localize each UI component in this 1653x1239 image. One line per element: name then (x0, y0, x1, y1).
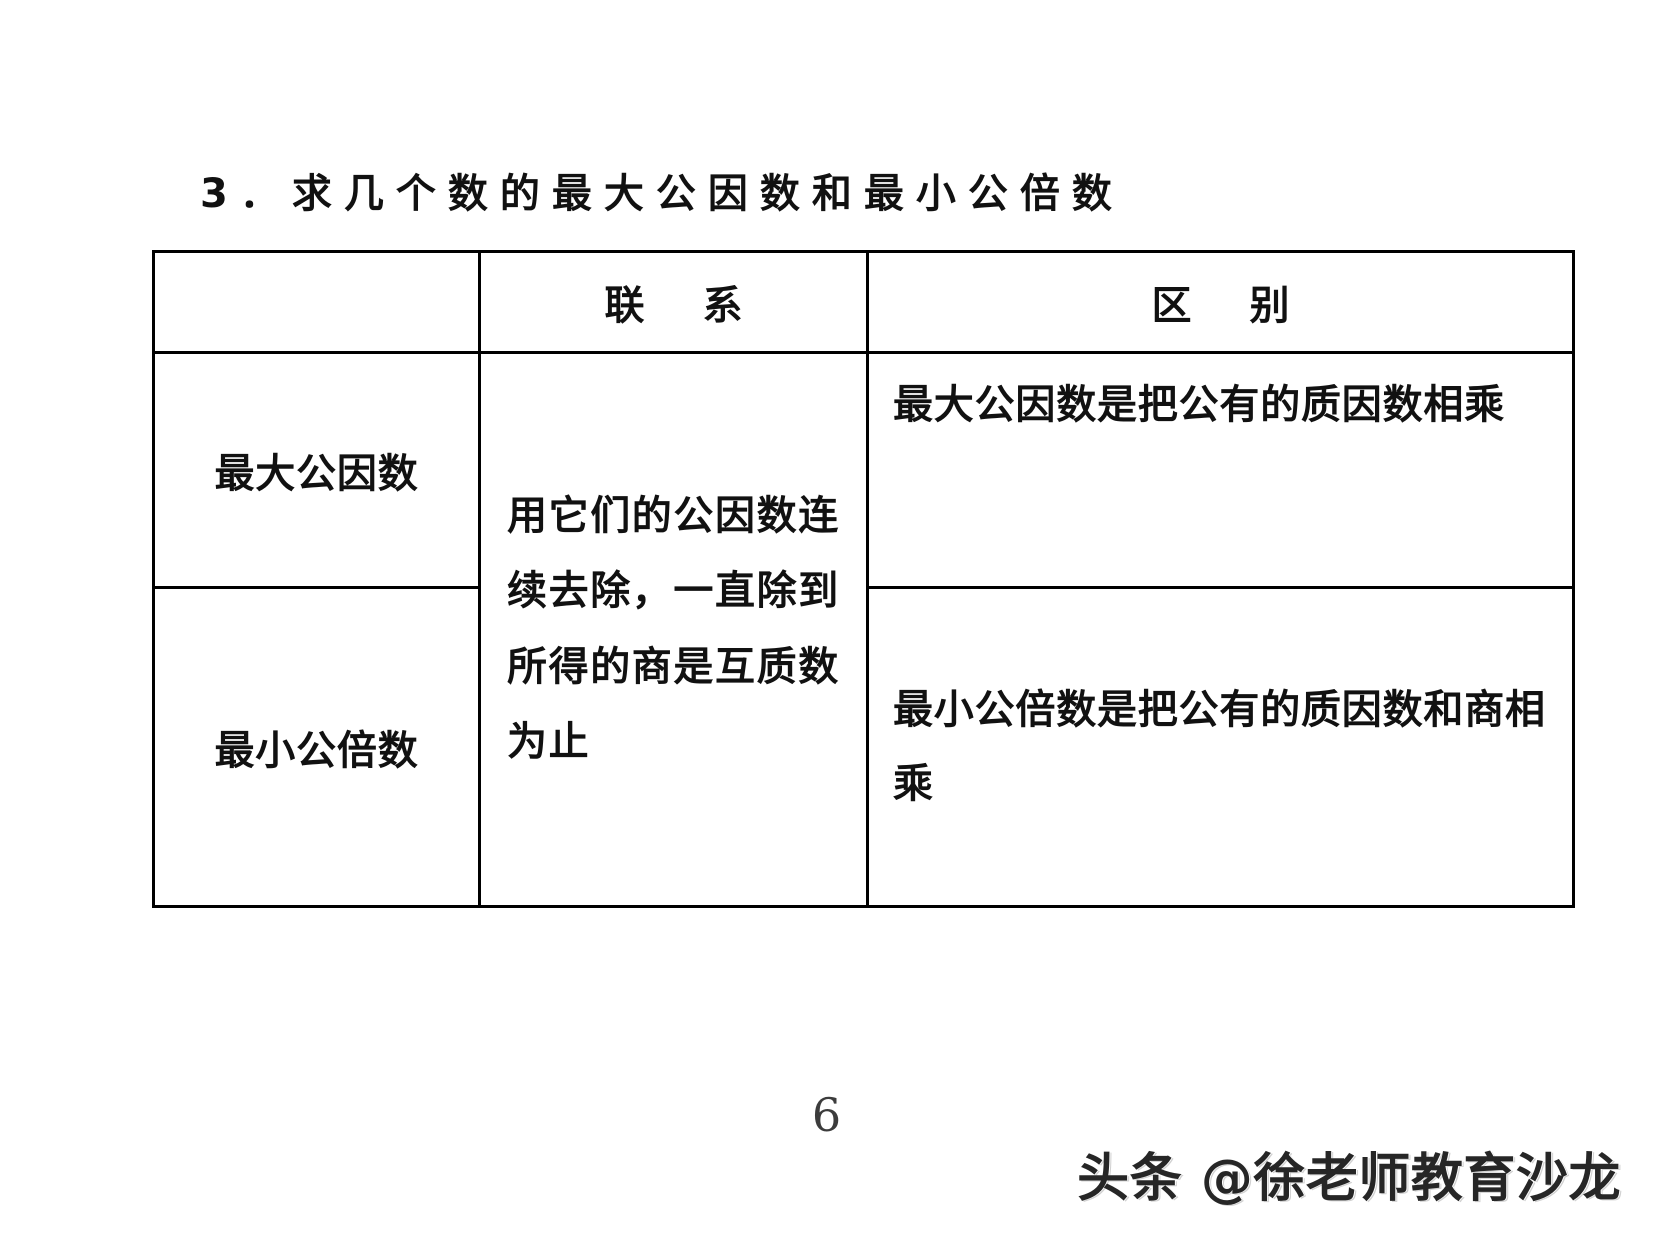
difference-cell-gcd: 最大公因数是把公有的质因数相乘 (866, 351, 1575, 589)
comparison-table: 联 系 区 别 最大公因数 用它们的公因数连续去除，一直除到所得的商是互质数为止… (152, 250, 1575, 908)
row-label-lcm: 最小公倍数 (214, 728, 419, 774)
page-title: 3．求几个数的最大公因数和最小公倍数 (200, 171, 1124, 217)
comparison-table-wrapper: 联 系 区 别 最大公因数 用它们的公因数连续去除，一直除到所得的商是互质数为止… (152, 250, 1575, 908)
header-label-link: 联 系 (604, 283, 765, 329)
table-header-link: 联 系 (478, 250, 869, 354)
table-row: 最大公因数 用它们的公因数连续去除，一直除到所得的商是互质数为止 最大公因数是把… (152, 351, 1575, 908)
difference-cell-lcm: 最小公倍数是把公有的质因数和商相乘 (866, 586, 1575, 908)
watermark-label: 头条 @徐老师教育沙龙 (1077, 1149, 1621, 1209)
table-corner-cell (152, 250, 481, 354)
table-header-row: 联 系 区 别 (152, 250, 1575, 354)
row-label-gcd: 最大公因数 (214, 451, 419, 497)
page-number: 6 (811, 1088, 842, 1142)
row-name-cell-gcd: 最大公因数 (152, 351, 481, 589)
link-cell-shared: 用它们的公因数连续去除，一直除到所得的商是互质数为止 (478, 351, 869, 908)
header-label-difference: 区 别 (1151, 283, 1312, 329)
row-name-cell-lcm: 最小公倍数 (152, 586, 481, 908)
table-header-difference: 区 别 (866, 250, 1575, 354)
table-row: 最小公倍数 最小公倍数是把公有的质因数和商相乘 (152, 586, 1575, 908)
